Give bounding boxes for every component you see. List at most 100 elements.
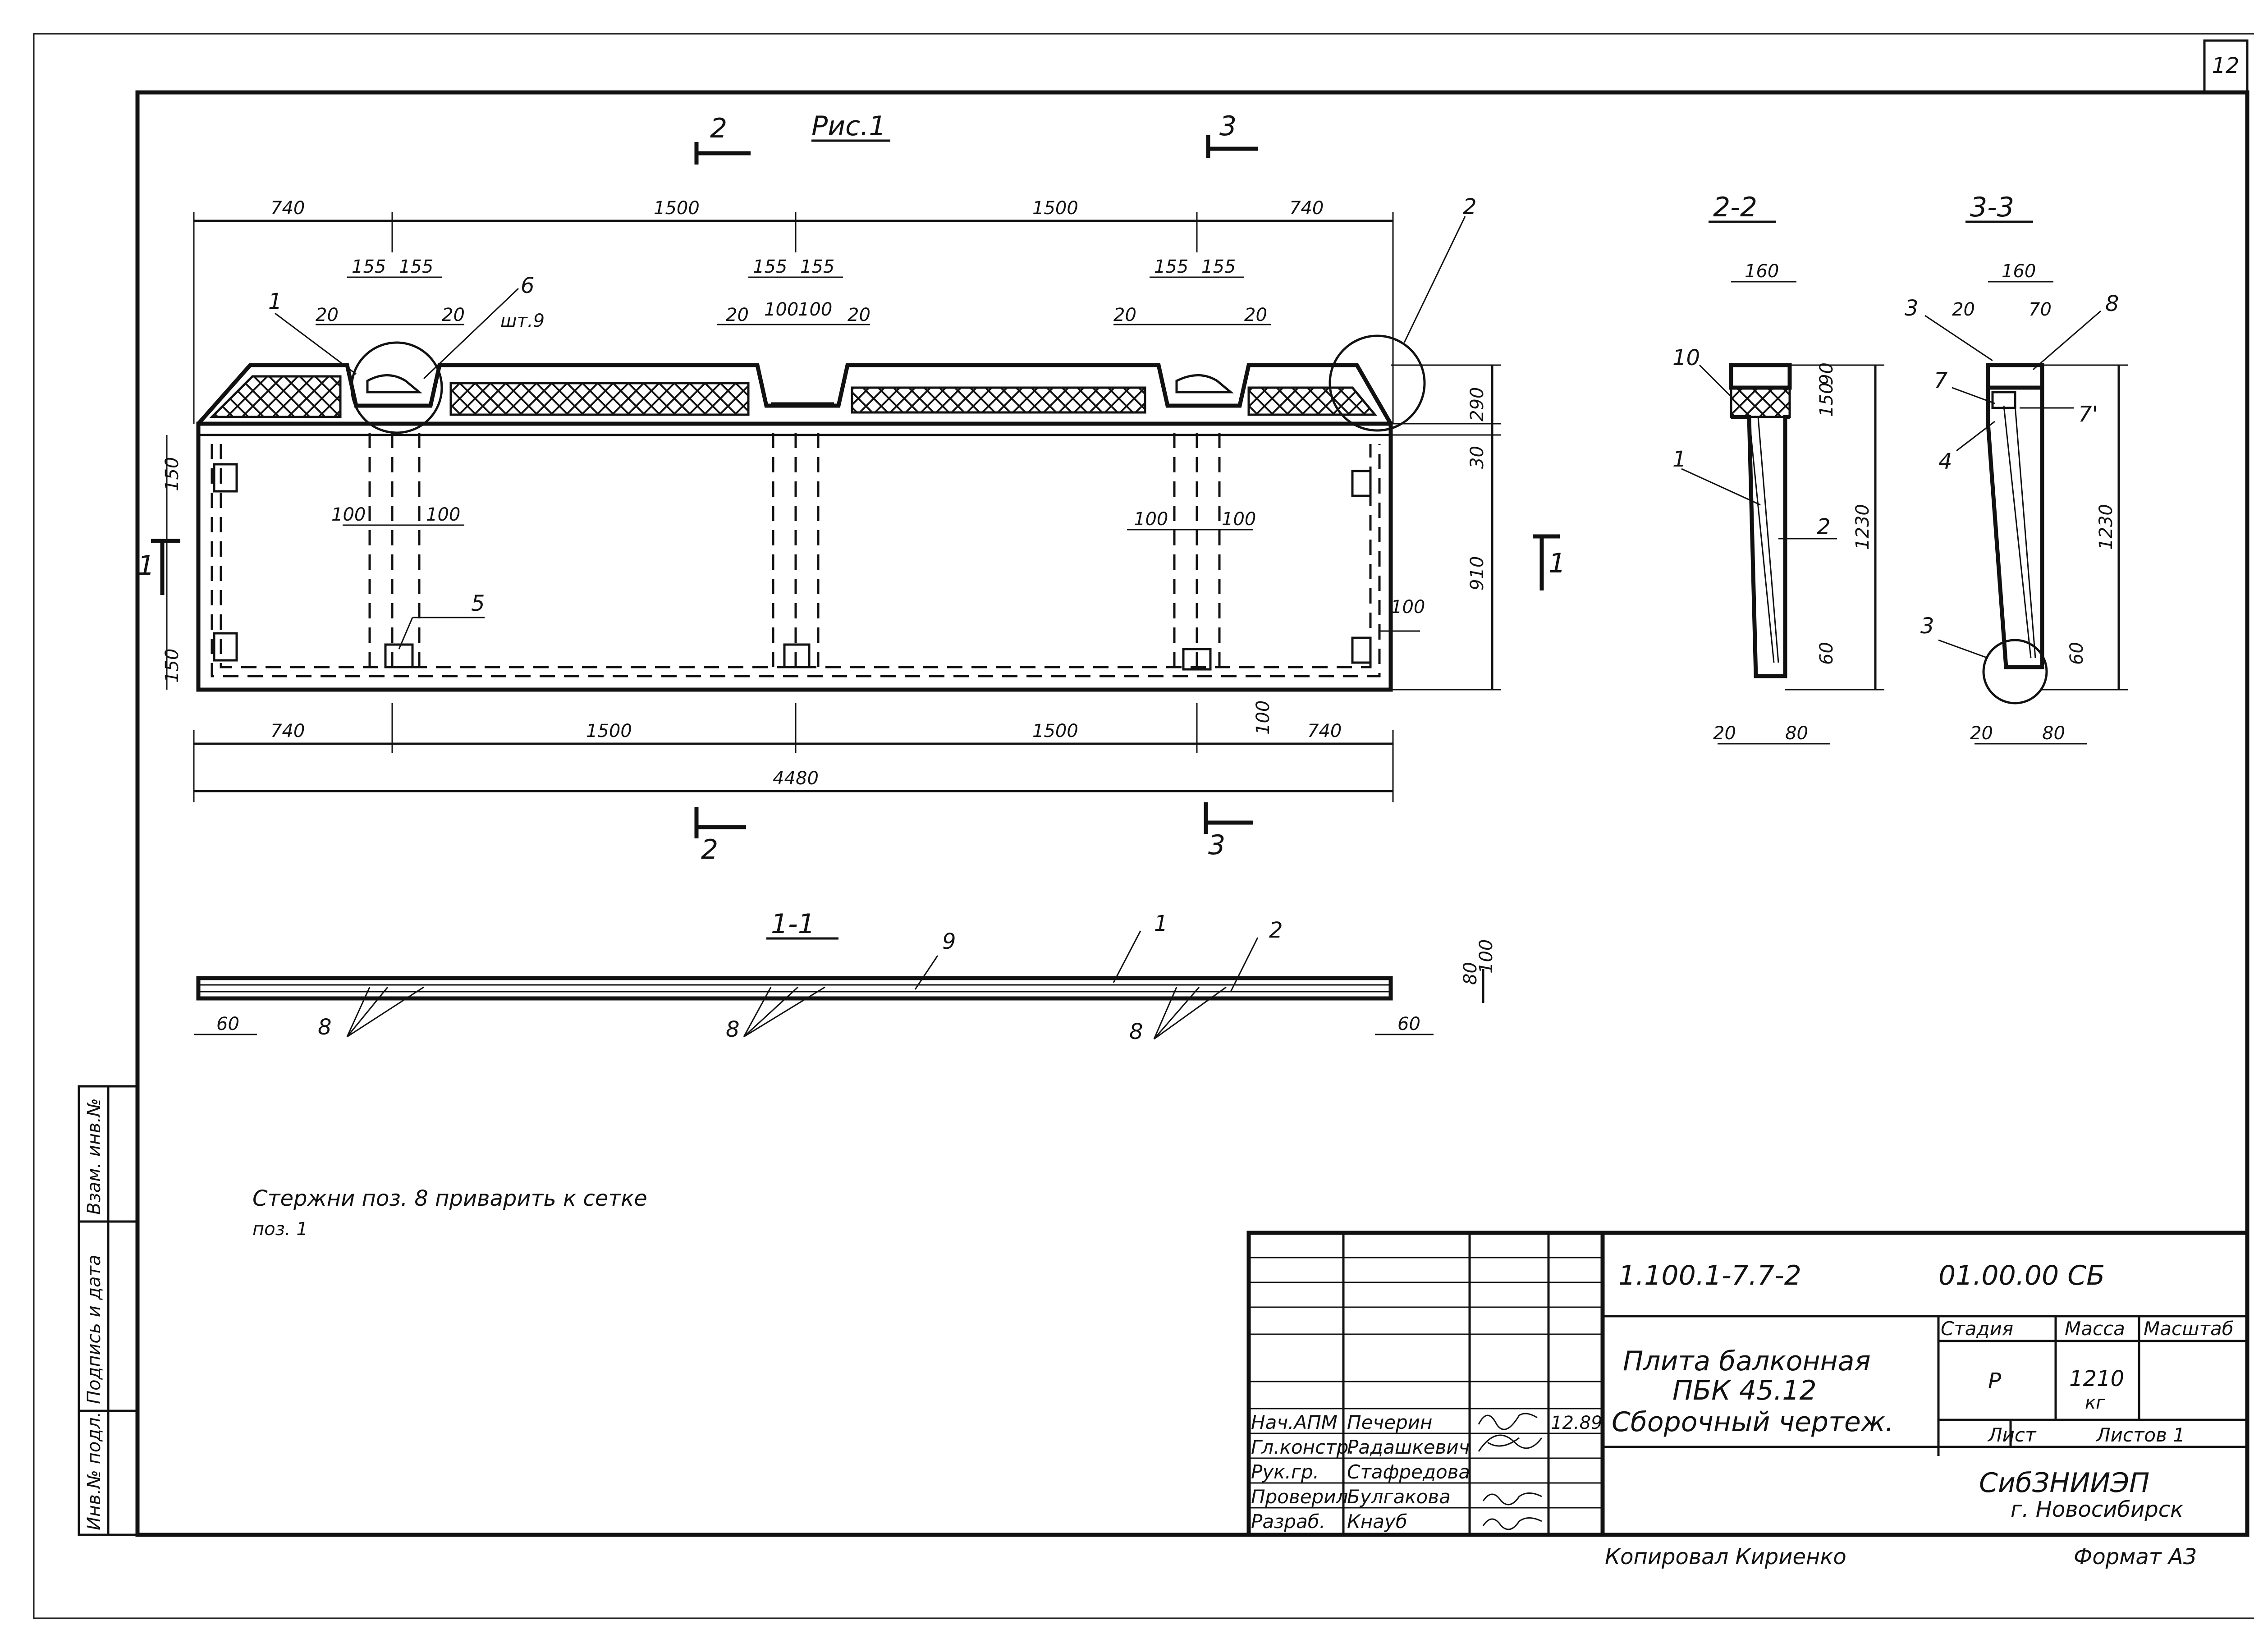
- inner-dim-2: 100: [426, 504, 460, 525]
- side-dim-910: 910: [1467, 556, 1488, 590]
- inner-dim-1: 100: [331, 504, 366, 525]
- left-dim-2: 150: [162, 649, 183, 683]
- s33-label-8: 8: [2105, 291, 2119, 316]
- inner-frame: [135, 90, 2249, 1537]
- gap-dim-6: 20: [1244, 305, 1267, 325]
- s11-dim-60-left: 60: [216, 1014, 239, 1034]
- drawing-code: 01.00.00 СБ: [1938, 1260, 2105, 1291]
- s33-dim-20: 20: [1952, 299, 1975, 320]
- cut-mark-1-right: 1: [1548, 548, 1566, 579]
- cut-mark-1-left: 1: [137, 550, 155, 581]
- mass-unit: кг: [2085, 1392, 2106, 1413]
- signature: [1478, 1413, 1538, 1430]
- title-name-1: Плита балконная: [1623, 1345, 1871, 1377]
- name-4: Булгакова: [1347, 1486, 1451, 1508]
- right-small-dim: 100: [1391, 597, 1425, 618]
- gap-dim-2: 20: [442, 305, 465, 325]
- cut-mark-2-top: 2: [710, 113, 727, 144]
- section-2-2: 2-2 160 90 150 1230 60 20 80 10 1 2: [1672, 192, 1884, 745]
- s33-label-4: 4: [1938, 449, 1952, 474]
- overall-dim: 4480: [773, 768, 819, 789]
- signature: [1478, 1434, 1543, 1452]
- s22-dim-150: 150: [1816, 383, 1837, 417]
- top-dim-2: 1500: [654, 198, 700, 219]
- s33-dim-160: 160: [2002, 261, 2036, 282]
- detail-circle-left: [350, 341, 443, 434]
- name-2: Радашкевич: [1347, 1436, 1470, 1458]
- title-name-2: ПБК 45.12: [1672, 1375, 1817, 1406]
- header-stage: Стадия: [1941, 1318, 2013, 1340]
- s22-dim-80: 80: [1785, 723, 1808, 744]
- embed-plate: [783, 643, 811, 668]
- pos-label-qty: шт.9: [500, 311, 545, 331]
- pos-label-2: 2: [1463, 194, 1477, 220]
- side-dim-290: 290: [1467, 387, 1488, 421]
- s33-dim-80: 80: [2042, 723, 2065, 744]
- bottom-dim-3: 1500: [1032, 721, 1078, 741]
- stamp-vzam-inv: Взам. инв.№: [84, 1098, 105, 1215]
- notch-dim-2: 155: [399, 256, 433, 277]
- s11-label-2: 2: [1269, 918, 1283, 943]
- side-stamp: Инв.№ подл. Подпись и дата Взам. инв.№: [78, 1085, 139, 1536]
- gap-dim-4: 20: [848, 305, 870, 325]
- plan-view: Рис.1 2 3 740 1500 1500 740 155 155 155 …: [137, 110, 1566, 865]
- bottom-dim-2: 1500: [586, 721, 632, 741]
- bottom-dim-4: 740: [1307, 721, 1342, 741]
- s33-dim-70: 70: [2029, 299, 2052, 320]
- s22-dim-1230: 1230: [1852, 504, 1873, 550]
- header-scale: Масштаб: [2144, 1318, 2234, 1340]
- gap-dim-1: 20: [316, 305, 339, 325]
- bottom-small-dim: 100: [1253, 700, 1274, 735]
- role-2: Гл.констр.: [1251, 1436, 1355, 1458]
- insulation-block-2: [449, 382, 750, 416]
- s22-label-2: 2: [1817, 514, 1831, 540]
- s11-dim-60-right: 60: [1397, 1014, 1420, 1034]
- s33-label-7prime: 7': [2078, 402, 2098, 427]
- insulation-block-1: [209, 375, 342, 418]
- org-name: СибЗНИИЭП: [1979, 1467, 2149, 1499]
- notch-dim-5: 155: [1154, 256, 1188, 277]
- role-1: Нач.АПМ: [1251, 1411, 1338, 1433]
- s22-label-1: 1: [1672, 447, 1686, 472]
- top-dim-1: 740: [270, 198, 305, 219]
- note-line-1: Стержни поз. 8 приварить к сетке: [252, 1186, 647, 1211]
- left-dim-1: 150: [162, 457, 183, 491]
- sheet-number-box: [2203, 39, 2249, 94]
- notch-dim-6: 155: [1201, 256, 1236, 277]
- embed-plate: [213, 463, 238, 493]
- notch-dim-1: 155: [352, 256, 386, 277]
- note-line-2: поз. 1: [252, 1219, 308, 1240]
- pos-label-5: 5: [471, 591, 485, 616]
- copied-by: Копировал Кириенко: [1605, 1544, 1846, 1570]
- gap-dim-5: 20: [1113, 305, 1136, 325]
- notch-dim-4: 155: [800, 256, 834, 277]
- s11-dim-100: 100: [1476, 939, 1497, 974]
- embed-plate: [1351, 470, 1372, 497]
- role-5: Разраб.: [1251, 1510, 1325, 1533]
- top-dim-4: 740: [1289, 198, 1324, 219]
- embed-plate: [1351, 636, 1372, 664]
- insulation-block-4: [1247, 386, 1378, 416]
- s33-dim-1230: 1230: [2096, 504, 2117, 550]
- pos-label-1: 1: [268, 289, 282, 314]
- section-1-1: 1-1 80 100 60 60 9 1 2 8 8 8: [194, 908, 1497, 1044]
- s11-label-8b: 8: [726, 1017, 740, 1042]
- s33-dim-60: 60: [2066, 642, 2087, 665]
- title-name-3: Сборочный чертеж.: [1612, 1406, 1894, 1438]
- mid-notch-dim-1: 100: [764, 299, 798, 320]
- s22-label-10: 10: [1672, 345, 1700, 371]
- cut-mark-3-top: 3: [1219, 110, 1237, 142]
- mass-value: 1210: [2069, 1366, 2124, 1391]
- embed-plate: [384, 643, 414, 668]
- embed-plate: [1182, 648, 1212, 671]
- header-mass: Масса: [2065, 1318, 2125, 1340]
- doc-code: 1.100.1-7.7-2: [1618, 1260, 1801, 1291]
- signature: [1482, 1492, 1542, 1506]
- cut-mark-3-bottom: 3: [1208, 829, 1225, 861]
- sheet-number: 12: [2212, 53, 2239, 78]
- s33-label-3-bottom: 3: [1920, 613, 1934, 639]
- s11-label-8a: 8: [318, 1015, 332, 1040]
- stage-value: Р: [1988, 1368, 2001, 1394]
- s22-dim-20: 20: [1713, 723, 1736, 744]
